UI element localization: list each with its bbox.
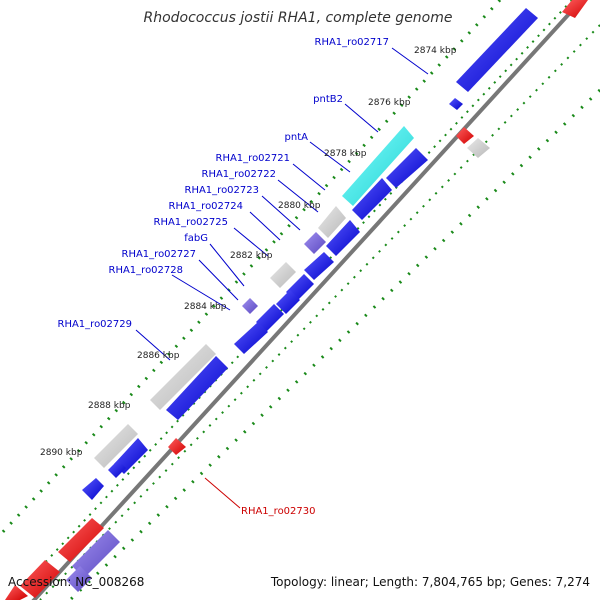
gene-ro02727[interactable] [242, 298, 258, 314]
gene-ro02722-blue[interactable] [326, 220, 360, 256]
tick-label: 2890 kbp [40, 448, 83, 458]
gene-ro02725[interactable] [270, 262, 296, 288]
gene-ro02722[interactable] [318, 206, 346, 238]
gene-label-fabG[interactable]: fabG [184, 233, 208, 244]
gene-reverse-bottom-1[interactable] [58, 518, 104, 562]
gene-label-ro02724[interactable]: RHA1_ro02724 [169, 201, 244, 212]
gene-forward-2890-b[interactable] [108, 460, 126, 478]
reverse-strand-genes [5, 0, 588, 600]
gene-labels: RHA1_ro02717 pntB2 pntA RHA1_ro02721 RHA… [58, 37, 390, 517]
forward-strand-genes [66, 8, 538, 592]
kbp-ticks: 2874 kbp 2876 kbp 2878 kbp 2880 kbp 2882… [40, 46, 457, 458]
gene-pntA[interactable] [342, 126, 414, 206]
gene-ro02728[interactable] [256, 304, 284, 332]
tick-track-inner-left [9, 0, 573, 600]
gene-ro02724[interactable] [304, 252, 334, 280]
gene-forward-2890-c[interactable] [82, 478, 104, 500]
gene-ro02729-match[interactable] [150, 344, 216, 410]
gene-label-ro02725[interactable]: RHA1_ro02725 [154, 217, 229, 228]
tick-label: 2884 kbp [184, 302, 227, 312]
gene-label-ro02717[interactable]: RHA1_ro02717 [315, 37, 390, 48]
gene-match-right[interactable] [467, 138, 490, 158]
gene-purple-bottom-2[interactable] [66, 566, 92, 592]
tick-label: 2888 kbp [88, 401, 131, 411]
gene-label-ro02728[interactable]: RHA1_ro02728 [109, 265, 184, 276]
gene-reverse-bottom-2[interactable] [20, 560, 60, 598]
gene-label-ro02722[interactable]: RHA1_ro02722 [202, 169, 277, 180]
gene-label-ro02729[interactable]: RHA1_ro02729 [58, 319, 133, 330]
gene-ro02723[interactable] [304, 232, 326, 254]
tick-track-outer-right [68, 88, 600, 600]
tick-label: 2886 kbp [137, 351, 180, 361]
map-title: Rhodococcus jostii RHA1, complete genome [143, 10, 452, 26]
tick-label: 2880 kbp [278, 201, 321, 211]
tick-track-outer-left [0, 0, 502, 537]
gene-label-pntA[interactable]: pntA [285, 132, 309, 143]
gene-label-ro02727[interactable]: RHA1_ro02727 [122, 249, 197, 260]
gene-label-pntB2[interactable]: pntB2 [313, 94, 343, 105]
gene-label-ro02721[interactable]: RHA1_ro02721 [216, 153, 291, 164]
tick-label: 2874 kbp [414, 46, 457, 56]
gene-pntA-blue[interactable] [386, 148, 428, 188]
gene-match-2890[interactable] [94, 424, 138, 468]
gene-forward-top[interactable] [456, 8, 538, 92]
gene-label-ro02723[interactable]: RHA1_ro02723 [185, 185, 260, 196]
gene-purple-bottom[interactable] [72, 530, 120, 578]
gene-reverse-bottom-3[interactable] [5, 585, 28, 600]
gene-reverse-top[interactable] [562, 0, 588, 18]
genome-axis [31, 0, 585, 600]
gene-ro02721[interactable] [352, 178, 392, 220]
gene-ro02729[interactable] [166, 356, 228, 420]
accession-text: Accession: NC_008268 [8, 575, 144, 589]
gene-label-ro02730[interactable]: RHA1_ro02730 [241, 506, 316, 517]
tick-label: 2876 kbp [368, 98, 411, 108]
tick-label: 2882 kbp [230, 251, 273, 261]
gene-ro02728-b[interactable] [234, 322, 268, 354]
gene-fabG-b[interactable] [276, 290, 300, 314]
gene-forward-small-top[interactable] [449, 98, 463, 110]
label-leader-lines [135, 47, 429, 509]
genome-summary-text: Topology: linear; Length: 7,804,765 bp; … [270, 575, 590, 589]
tick-label: 2878 kbp [324, 149, 367, 159]
tick-track-inner-right [39, 24, 600, 600]
gene-reverse-ro02730[interactable] [168, 438, 186, 455]
gene-reverse-small[interactable] [456, 127, 474, 144]
